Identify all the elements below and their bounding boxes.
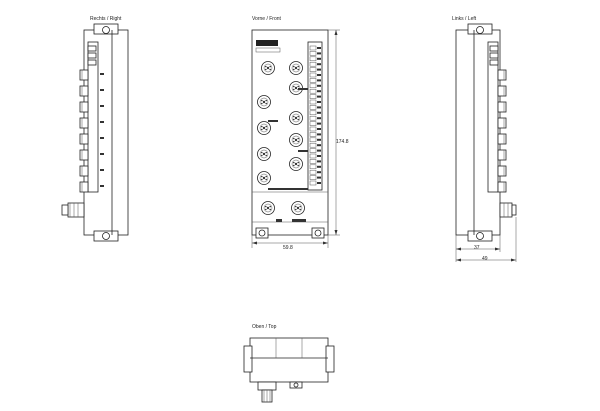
view-title-left: Links / Left [452, 16, 477, 22]
left-dimension-lines [455, 217, 517, 262]
front-dimension-lines [251, 29, 340, 248]
front-view [251, 29, 329, 239]
view-title-top: Oben / Top [252, 324, 277, 330]
left-side-view [455, 23, 517, 242]
top-view [243, 337, 335, 403]
view-title-front: Vorne / Front [252, 16, 281, 22]
view-title-right: Rechts / Right [90, 16, 122, 22]
dimension-height: 174.8 [336, 139, 349, 145]
right-side-view [61, 23, 129, 242]
dimension-depth-inner: 37 [474, 245, 480, 251]
dimension-depth-total: 49 [482, 256, 488, 262]
dimension-width: 59.8 [283, 245, 293, 251]
